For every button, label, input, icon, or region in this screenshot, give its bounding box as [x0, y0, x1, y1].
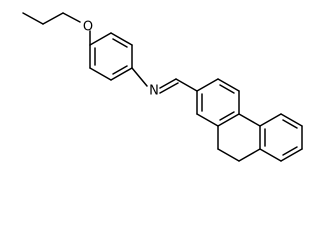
ring-b-bond-1	[196, 78, 219, 92]
bond-c1-c2	[22, 12, 44, 25]
ring-d-double-1	[282, 119, 298, 129]
ring-d-double-2	[282, 146, 298, 156]
bond-n-ch	[159, 78, 177, 89]
ring-a-bond-5	[110, 32, 133, 46]
bond-aryl-n	[131, 67, 148, 87]
ring-b-bond-4	[217, 113, 240, 127]
oxygen-label: O	[83, 20, 93, 35]
bond-c2-c3	[42, 12, 64, 25]
bridge-bond-2	[217, 148, 240, 162]
ring-b-bond-5	[196, 113, 219, 127]
ring-b-bond-2	[217, 78, 240, 92]
ring-a-bond-2	[89, 67, 112, 81]
bond-c3-o	[62, 12, 81, 23]
ring-d-bond-2	[280, 113, 303, 127]
phenyl-ring	[89, 32, 133, 81]
nitrogen-label: N	[149, 84, 159, 99]
ring-a-bond-3	[110, 67, 133, 81]
ring-b-double-2	[219, 111, 235, 121]
ether-oxygen: O	[83, 20, 93, 46]
phenanthrene-ring-d	[259, 113, 303, 162]
ring-a-double-2	[112, 65, 128, 75]
bond-n-ch-double	[159, 82, 179, 94]
bond-ch-aryl	[175, 78, 198, 92]
bridge-bond-4	[238, 113, 261, 127]
ring-b-double-1	[219, 84, 235, 94]
bridge-bond-3	[238, 148, 261, 162]
propyl-chain	[22, 12, 81, 25]
phenanthrene-ring-b	[196, 78, 240, 127]
dihydro-bridge	[217, 113, 261, 162]
ring-a-bond-6	[89, 32, 112, 46]
molecule-structure: O N	[22, 12, 303, 162]
ring-a-double-3	[112, 38, 128, 48]
ring-d-bond-4	[280, 148, 303, 162]
ring-d-bond-1	[259, 113, 282, 127]
ring-d-bond-5	[259, 148, 282, 162]
imine-linkage: N	[131, 67, 198, 99]
